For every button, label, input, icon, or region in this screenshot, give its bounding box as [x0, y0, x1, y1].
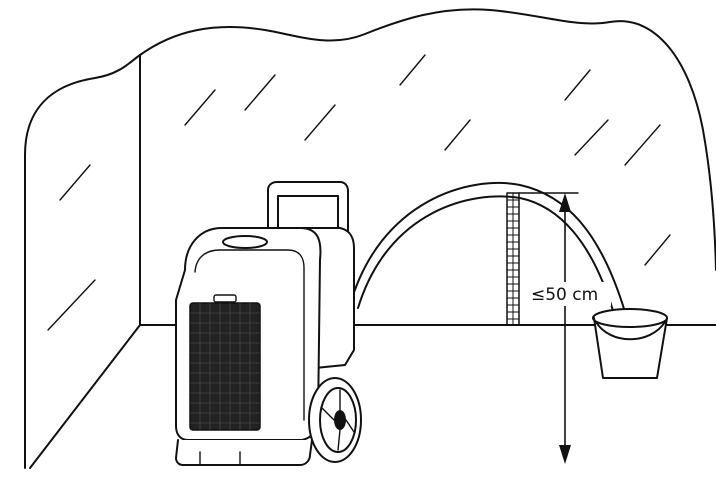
room-outline — [24, 8, 716, 469]
measuring-ruler — [506, 192, 520, 326]
height-label: ≤50 cm — [531, 285, 598, 305]
arrow-down-icon — [559, 445, 571, 464]
wheel — [308, 377, 362, 463]
height-label-bg — [529, 282, 611, 306]
drain-hose — [349, 181, 626, 315]
bucket — [592, 308, 668, 379]
floor-left-edge — [29, 324, 141, 469]
front-grille — [189, 302, 261, 431]
height-dimension — [518, 192, 579, 464]
dehumidifier — [175, 181, 362, 466]
arrow-up-icon — [559, 193, 571, 212]
wall-hatch-marks — [47, 54, 671, 331]
